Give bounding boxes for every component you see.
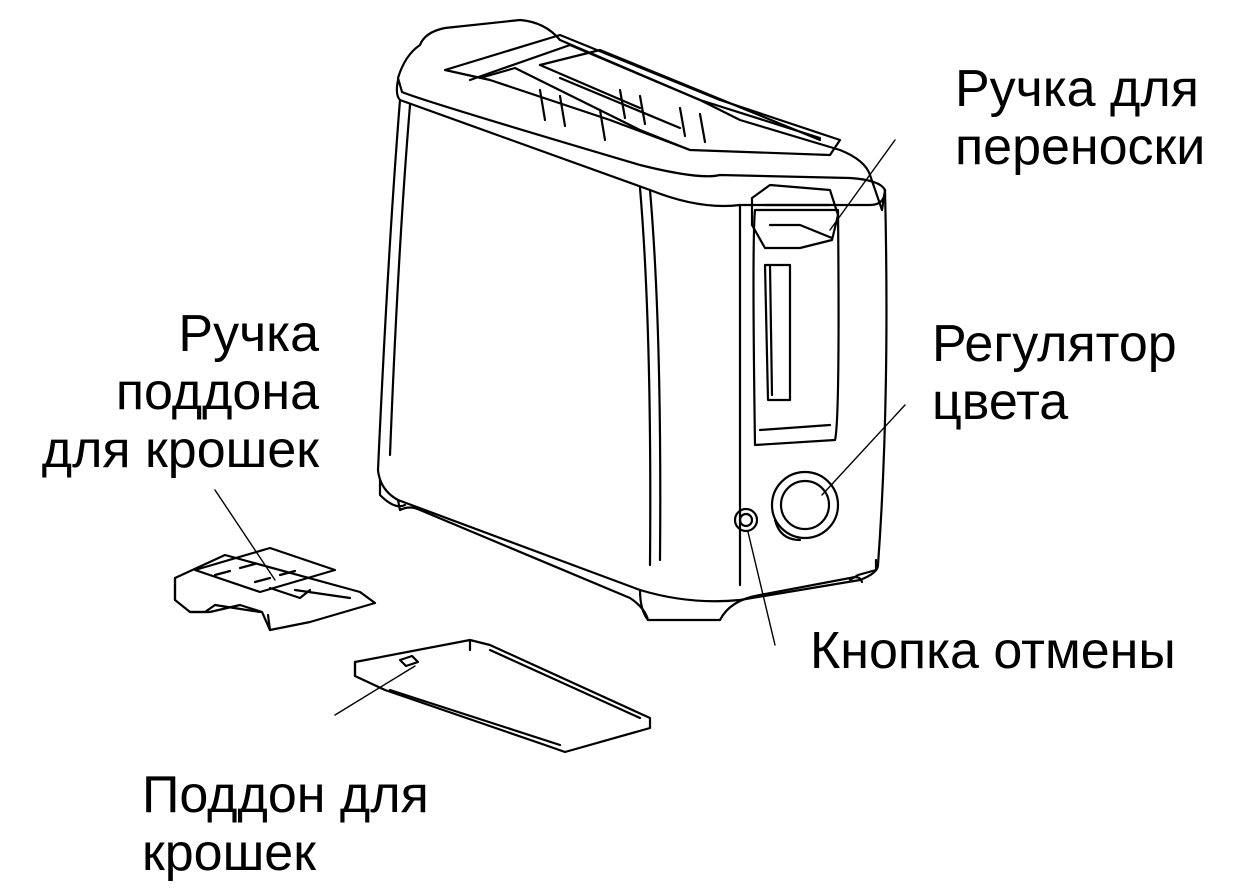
label-cancel-button: Кнопка отмены (810, 622, 1176, 680)
leader-color-regulator (821, 404, 906, 496)
leader-lines (214, 139, 906, 716)
label-color-regulator-line2: цвета (932, 373, 1069, 431)
label-tray-handle-line2: поддона (115, 363, 319, 421)
leader-tray-handle (214, 489, 276, 581)
label-crumb-tray: Поддон для крошек (142, 766, 429, 882)
label-crumb-tray-line1: Поддон для (142, 766, 429, 824)
label-color-regulator: Регулятор цвета (932, 315, 1177, 431)
leader-carry-handle (829, 139, 896, 231)
toaster-body (376, 18, 888, 622)
label-tray-handle: Ручка поддона для крошек (42, 305, 319, 479)
label-color-regulator-line1: Регулятор (932, 315, 1177, 373)
label-cancel-button-line1: Кнопка отмены (810, 622, 1176, 680)
leader-cancel-button (747, 531, 776, 646)
label-crumb-tray-line2: крошек (142, 824, 316, 882)
leader-crumb-tray (334, 665, 416, 716)
label-tray-handle-line1: Ручка (178, 305, 319, 363)
label-tray-handle-line3: для крошек (41, 421, 319, 479)
label-carry-handle: Ручка для переноски (955, 60, 1205, 176)
crumb-tray-part (353, 638, 652, 754)
label-carry-handle-line1: Ручка для (955, 60, 1199, 118)
tray-handle-part (173, 546, 377, 632)
label-carry-handle-line2: переноски (955, 118, 1206, 176)
